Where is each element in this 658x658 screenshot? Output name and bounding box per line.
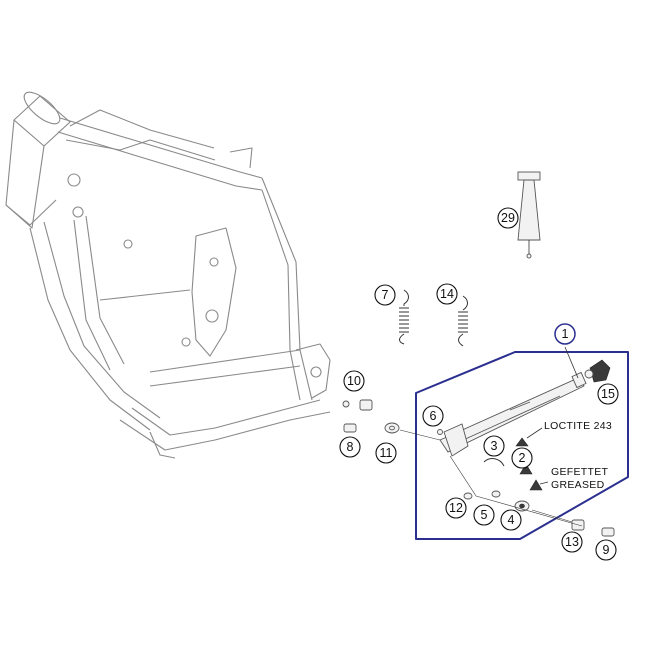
pin-6 — [437, 429, 443, 435]
motorcycle-frame — [5, 91, 331, 459]
svg-text:2: 2 — [519, 451, 526, 465]
svg-text:7: 7 — [382, 288, 389, 302]
callout-11: 11 — [375, 442, 397, 464]
fastener-10 — [342, 399, 373, 411]
note-greased: GREASED — [551, 479, 605, 491]
callout-5: 5 — [473, 504, 495, 526]
grease-point — [519, 463, 543, 491]
side-stand — [439, 371, 587, 457]
o-rings — [463, 490, 501, 500]
callout-4: 4 — [500, 509, 522, 531]
svg-text:4: 4 — [508, 513, 515, 527]
callout-7: 7 — [374, 284, 396, 306]
stand-sensor — [584, 359, 611, 383]
callout-14: 14 — [436, 283, 458, 305]
callout-3: 3 — [483, 435, 505, 457]
svg-text:29: 29 — [501, 211, 515, 225]
svg-text:14: 14 — [440, 287, 454, 301]
svg-text:5: 5 — [481, 508, 488, 522]
spring-14 — [458, 295, 468, 347]
svg-text:10: 10 — [347, 374, 361, 388]
svg-text:15: 15 — [601, 387, 615, 401]
assembly-outline — [415, 351, 629, 540]
callout-13: 13 — [561, 531, 583, 553]
callout-29: 29 — [497, 207, 519, 229]
callout-15: 15 — [597, 383, 619, 405]
svg-text:6: 6 — [430, 409, 437, 423]
spring-7 — [399, 289, 409, 345]
svg-text:8: 8 — [347, 440, 354, 454]
callout-1: 1 — [554, 323, 576, 345]
svg-text:3: 3 — [491, 439, 498, 453]
special-tool — [517, 171, 541, 259]
note-loctite: LOCTITE 243 — [544, 420, 612, 432]
bolt-8 — [343, 423, 357, 433]
bushing-2 — [515, 437, 529, 447]
nut-4 — [514, 500, 530, 512]
svg-text:12: 12 — [449, 501, 463, 515]
callout-12: 12 — [445, 497, 467, 519]
screw-9 — [601, 527, 615, 537]
callout-2: 2 — [511, 447, 533, 469]
callout-6: 6 — [422, 405, 444, 427]
svg-text:13: 13 — [565, 535, 579, 549]
callout-8: 8 — [339, 436, 361, 458]
washer-11 — [384, 422, 400, 434]
note-gefettet: GEFETTET — [551, 466, 609, 478]
callout-9: 9 — [595, 539, 617, 561]
svg-text:1: 1 — [562, 327, 569, 341]
svg-text:9: 9 — [603, 543, 610, 557]
callout-10: 10 — [343, 370, 365, 392]
clip-3 — [483, 458, 505, 467]
svg-text:11: 11 — [380, 446, 393, 460]
